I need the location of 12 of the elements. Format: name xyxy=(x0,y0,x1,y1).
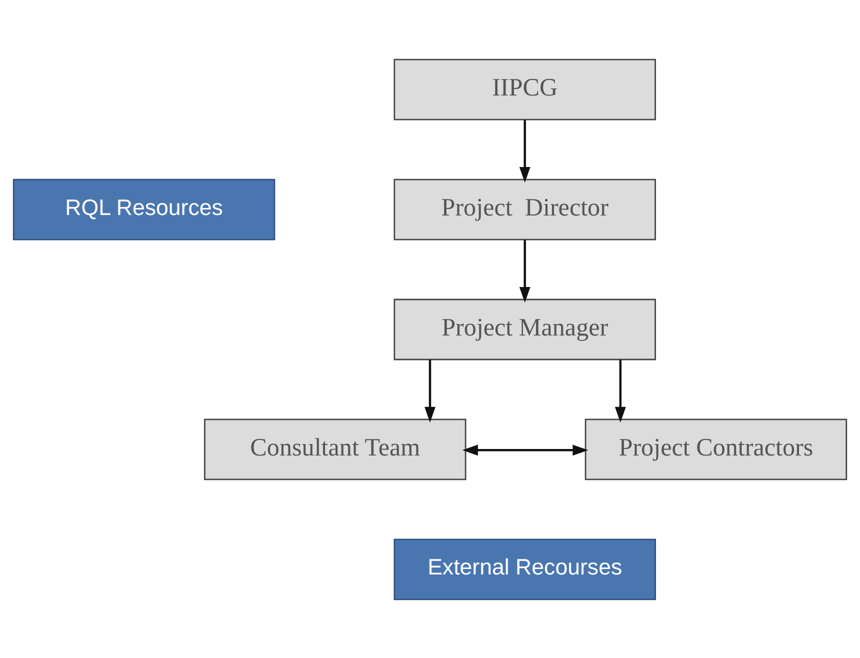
arrow xyxy=(424,359,436,422)
node-box: Project Contractors xyxy=(584,418,848,480)
node-box: External Recourses xyxy=(394,538,656,600)
node-box: Project Manager xyxy=(394,298,656,360)
arrow xyxy=(462,444,588,456)
node-box: Project Director xyxy=(394,178,656,240)
node-box: IIPCG xyxy=(394,58,656,120)
node-box: RQL Resources xyxy=(12,178,276,240)
arrow xyxy=(519,239,530,302)
arrow xyxy=(519,119,530,182)
node-box: Consultant Team xyxy=(204,418,466,480)
arrow xyxy=(614,359,626,422)
